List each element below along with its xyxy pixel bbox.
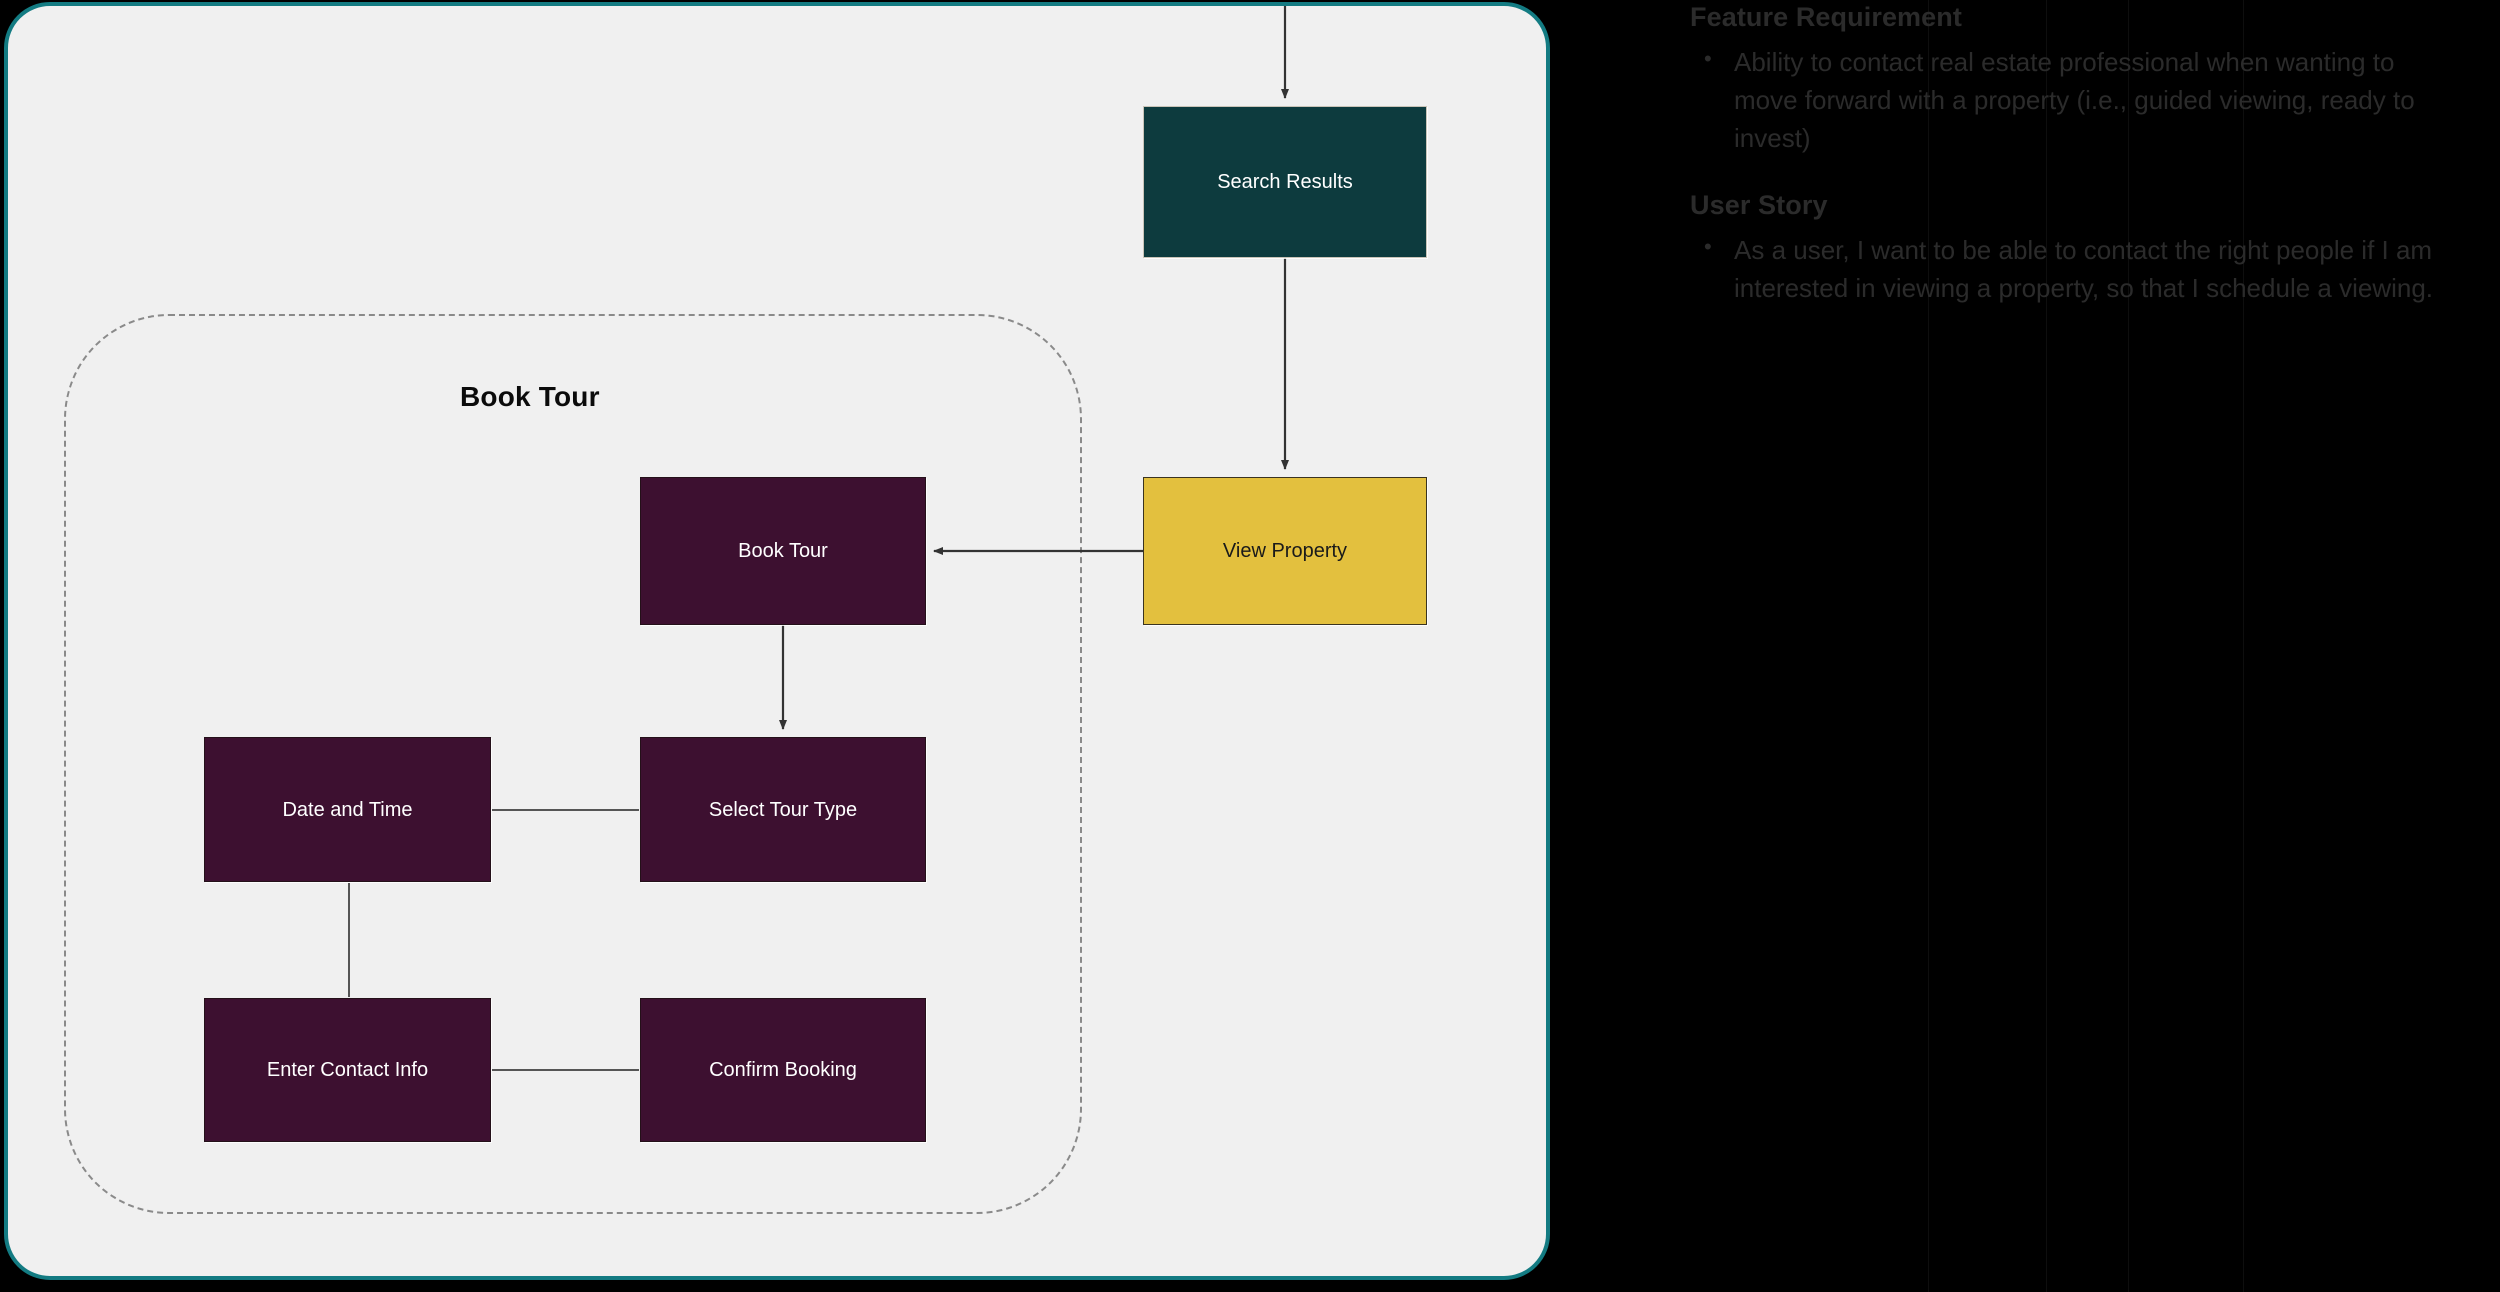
user-story-list: As a user, I want to be able to contact …	[1690, 231, 2434, 307]
diagram-canvas: Book Tour Search Re	[8, 6, 1546, 1276]
node-date-and-time-label: Date and Time	[282, 798, 413, 821]
list-item: As a user, I want to be able to contact …	[1690, 231, 2434, 307]
node-search-results[interactable]: Search Results	[1143, 106, 1427, 258]
list-item: Ability to contact real estate professio…	[1690, 43, 2434, 158]
background-streak	[2128, 0, 2129, 1292]
node-view-property[interactable]: View Property	[1143, 477, 1427, 625]
feature-requirement-list: Ability to contact real estate professio…	[1690, 43, 2434, 158]
node-search-results-label: Search Results	[1217, 171, 1353, 193]
node-enter-contact-info-label: Enter Contact Info	[266, 1059, 429, 1081]
subgraph-book-tour-container	[64, 314, 1082, 1214]
node-select-tour-type[interactable]: Select Tour Type	[640, 737, 926, 882]
feature-requirement-block: Feature Requirement Ability to contact r…	[1690, 2, 2434, 158]
diagram-panel: Book Tour Search Re	[4, 2, 1550, 1280]
node-book-tour-label: Book Tour	[738, 540, 828, 562]
subgraph-book-tour-title: Book Tour	[460, 381, 600, 412]
node-date-and-time[interactable]: Date and Time	[204, 737, 491, 882]
user-story-heading: User Story	[1690, 190, 1828, 220]
node-view-property-label: View Property	[1222, 540, 1348, 562]
background-streak	[1928, 0, 1929, 1292]
node-enter-contact-info[interactable]: Enter Contact Info	[204, 998, 491, 1142]
background-streak	[2243, 0, 2244, 1292]
node-book-tour[interactable]: Book Tour	[640, 477, 926, 625]
user-story-block: User Story As a user, I want to be able …	[1690, 190, 2434, 307]
node-select-tour-type-label: Select Tour Type	[708, 798, 858, 821]
notes-panel: Feature Requirement Ability to contact r…	[1690, 0, 2460, 1292]
feature-requirement-heading: Feature Requirement	[1690, 2, 1962, 32]
node-confirm-booking-label: Confirm Booking	[709, 1059, 857, 1081]
background-streak	[2046, 0, 2047, 1292]
node-confirm-booking[interactable]: Confirm Booking	[640, 998, 926, 1142]
